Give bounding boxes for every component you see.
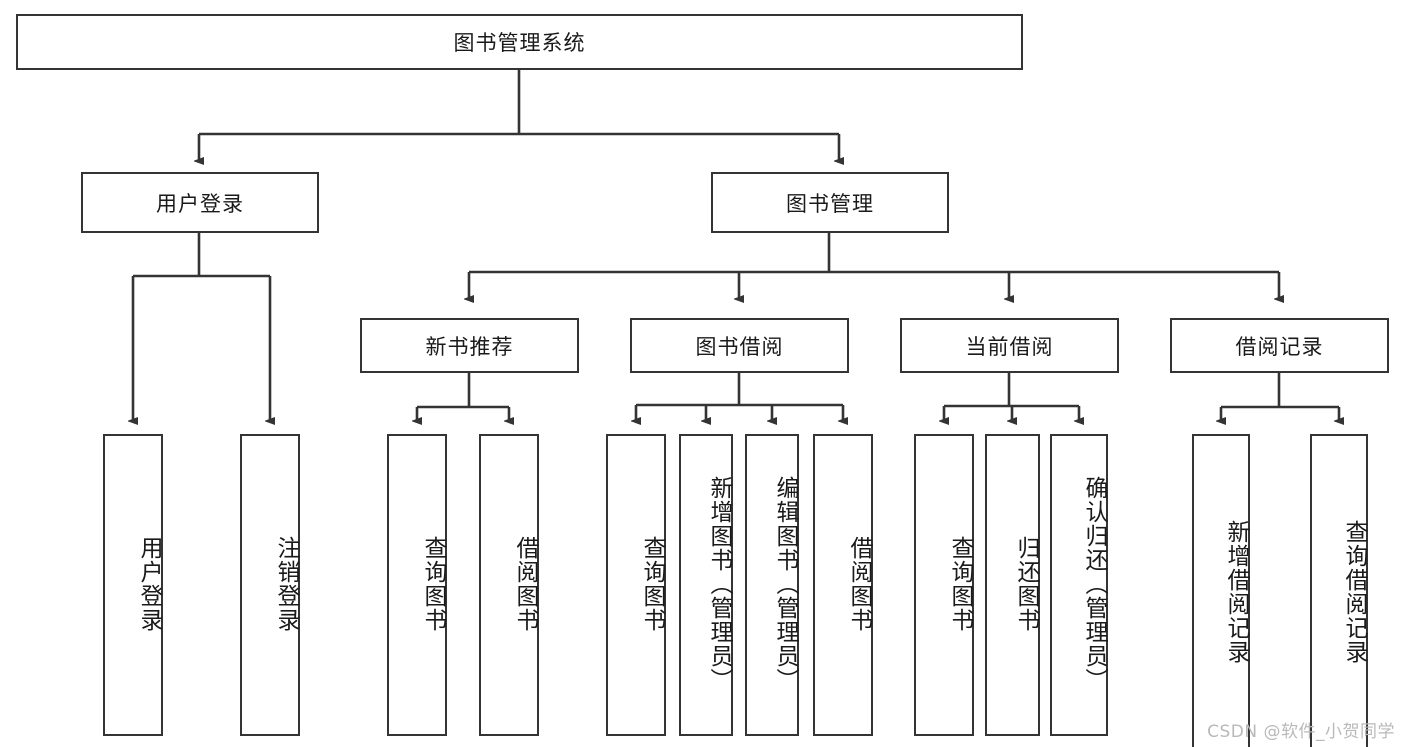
node-current-borrow[interactable]: 当前借阅 <box>900 318 1119 373</box>
leaf-current-borrow-query-book[interactable]: 查询图书 <box>914 434 974 736</box>
node-label: 查询图书 <box>420 536 446 632</box>
leaf-user-login-logout[interactable]: 注销登录 <box>240 434 300 736</box>
node-new-book-recommend[interactable]: 新书推荐 <box>360 318 579 373</box>
leaf-book-borrow-query-book[interactable]: 查询图书 <box>606 434 666 736</box>
node-book-management[interactable]: 图书管理 <box>711 172 949 233</box>
leaf-book-borrow-add-book-admin[interactable]: 新增图书（管理员） <box>679 434 733 736</box>
leaf-new-book-query-book[interactable]: 查询图书 <box>387 434 447 736</box>
node-label: 借阅记录 <box>1235 334 1324 359</box>
node-label: 新增借阅记录 <box>1223 520 1249 664</box>
leaf-new-book-borrow-book[interactable]: 借阅图书 <box>479 434 539 736</box>
node-root-book-management-system[interactable]: 图书管理系统 <box>16 14 1023 70</box>
node-user-login[interactable]: 用户登录 <box>81 172 319 233</box>
leaf-user-login-login[interactable]: 用户登录 <box>103 434 163 736</box>
csdn-watermark: CSDN @软件_小贺同学 <box>1207 722 1395 742</box>
node-label: 当前借阅 <box>965 334 1054 359</box>
node-label: 查询图书 <box>947 536 973 632</box>
node-label: 编辑图书（管理员） <box>772 476 798 692</box>
node-label: 借阅图书 <box>512 536 538 632</box>
node-label: 查询图书 <box>639 536 665 632</box>
leaf-book-borrow-edit-book-admin[interactable]: 编辑图书（管理员） <box>745 434 799 736</box>
leaf-current-borrow-return-book[interactable]: 归还图书 <box>985 434 1040 736</box>
node-label: 归还图书 <box>1013 536 1039 632</box>
node-label: 用户登录 <box>136 536 162 632</box>
node-label: 新增图书（管理员） <box>706 476 732 692</box>
leaf-current-borrow-confirm-return-admin[interactable]: 确认归还（管理员） <box>1050 434 1108 736</box>
node-label: 用户登录 <box>156 191 244 216</box>
leaf-book-borrow-borrow-book[interactable]: 借阅图书 <box>813 434 873 736</box>
node-label: 确认归还（管理员） <box>1081 476 1107 692</box>
node-label: 借阅图书 <box>846 536 872 632</box>
node-label: 查询借阅记录 <box>1341 520 1367 664</box>
node-label: 图书借阅 <box>695 334 784 359</box>
leaf-borrow-records-add-record[interactable]: 新增借阅记录 <box>1192 434 1250 747</box>
node-label: 新书推荐 <box>425 334 514 359</box>
node-borrow-records[interactable]: 借阅记录 <box>1170 318 1389 373</box>
leaf-borrow-records-query-record[interactable]: 查询借阅记录 <box>1310 434 1368 747</box>
node-label: 注销登录 <box>273 536 299 632</box>
node-book-borrow[interactable]: 图书借阅 <box>630 318 849 373</box>
node-label: 图书管理系统 <box>453 31 586 55</box>
node-label: 图书管理 <box>786 191 874 216</box>
